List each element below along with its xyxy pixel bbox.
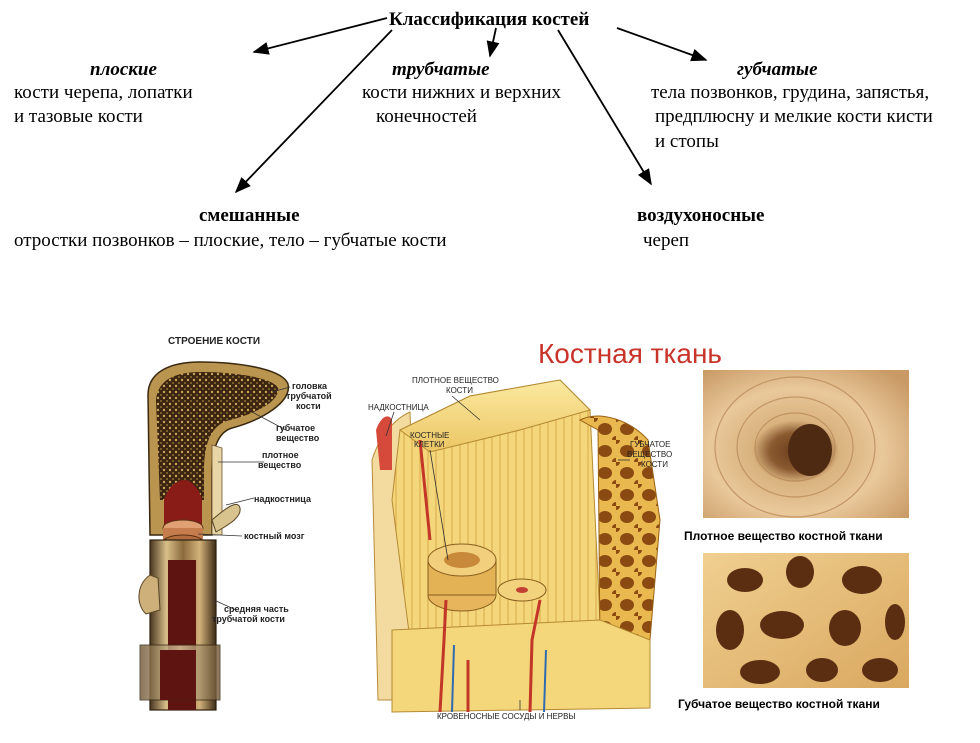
arrow-to-flat xyxy=(254,18,387,52)
spongy-photo-caption: Губчатое вещество костной ткани xyxy=(678,697,880,711)
compact-bone-block xyxy=(392,380,600,640)
bone-shaft xyxy=(150,540,216,710)
label-middle-2: трубчатой кости xyxy=(212,614,285,624)
tissue-compact-1: ПЛОТНОЕ ВЕЩЕСТВО xyxy=(412,376,499,386)
flat-heading: плоские xyxy=(90,57,157,82)
label-spongy-2: вещество xyxy=(276,433,319,443)
label-marrow: костный мозг xyxy=(244,531,304,541)
compact-photo-caption: Плотное вещество костной ткани xyxy=(684,529,883,543)
label-periosteum: надкостница xyxy=(254,494,311,504)
flat-line-1: кости черепа, лопатки xyxy=(14,80,193,105)
periosteum-flap xyxy=(212,504,240,532)
label-head-3: кости xyxy=(296,401,321,411)
tissue-spongy-3: КОСТИ xyxy=(641,460,668,470)
tubular-heading: трубчатые xyxy=(392,57,490,82)
arrow-to-air xyxy=(558,30,651,184)
tissue-compact-2: КОСТИ xyxy=(446,386,473,396)
tissue-title: Костная ткань xyxy=(538,337,722,371)
label-compact-2: вещество xyxy=(258,460,301,470)
air-line-1: череп xyxy=(643,228,689,253)
tissue-spongy-2: ВЕЩЕСТВО xyxy=(627,450,672,460)
spongy-line-2: предплюсну и мелкие кости кисти xyxy=(655,104,933,129)
label-middle-1: средняя часть xyxy=(224,604,289,614)
mixed-heading: смешанные xyxy=(199,203,300,228)
arrow-to-spongy xyxy=(617,28,706,60)
label-head-1: головка xyxy=(292,381,327,391)
tubular-line-1: кости нижних и верхних xyxy=(362,80,561,105)
classification-arrows xyxy=(0,0,980,300)
arrow-to-tubular xyxy=(490,28,496,56)
spongy-line-3: и стопы xyxy=(655,129,719,154)
label-spongy-1: губчатое xyxy=(276,423,315,433)
label-head-2: трубчатой xyxy=(286,391,332,401)
mixed-line-1: отростки позвонков – плоские, тело – губ… xyxy=(14,228,447,253)
bone-marrow-cavity xyxy=(164,480,202,700)
tubular-line-2: конечностей xyxy=(376,104,477,129)
arrow-to-mixed xyxy=(236,30,392,192)
spongy-heading: губчатые xyxy=(737,57,818,82)
classification-title: Классификация костей xyxy=(389,7,589,32)
spongy-line-1: тела позвонков, грудина, запястья, xyxy=(651,80,929,105)
bone-head xyxy=(148,362,288,535)
bone-spongy-core xyxy=(156,372,278,500)
flat-line-2: и тазовые кости xyxy=(14,104,143,129)
label-compact-1: плотное xyxy=(262,450,299,460)
tissue-cells-2: КЛЕТКИ xyxy=(414,440,445,450)
spongy-photo xyxy=(703,553,909,688)
compact-photo xyxy=(703,370,909,518)
tissue-spongy-1: ГУБЧАТОЕ xyxy=(630,440,670,450)
tissue-vessels: КРОВЕНОСНЫЕ СОСУДЫ И НЕРВЫ xyxy=(437,712,576,722)
tissue-periosteum: НАДКОСТНИЦА xyxy=(368,403,429,413)
bone-structure-title: СТРОЕНИЕ КОСТИ xyxy=(168,337,260,347)
air-heading: воздухоносные xyxy=(637,203,764,228)
